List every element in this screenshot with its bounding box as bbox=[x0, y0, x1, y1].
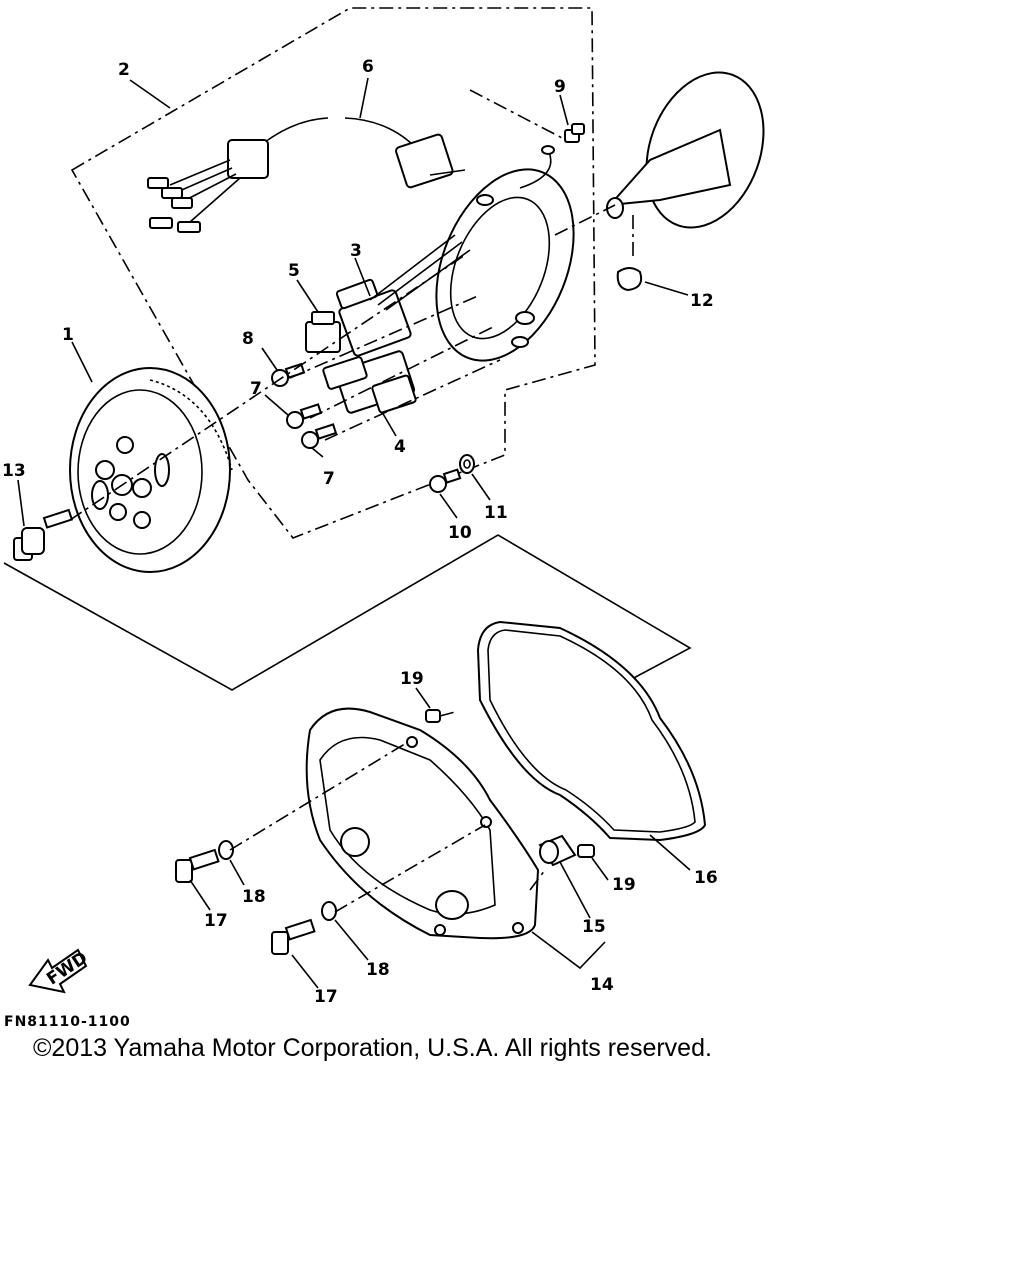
callout-3: 3 bbox=[350, 241, 362, 261]
callout-2: 2 bbox=[118, 60, 130, 80]
callout-15: 15 bbox=[582, 917, 606, 937]
dowel-pin-15 bbox=[538, 834, 577, 867]
screw-9 bbox=[564, 123, 585, 143]
callout-labels: 1 2 3 4 5 6 7 7 8 9 10 11 12 13 14 15 16… bbox=[2, 57, 718, 1007]
cover-gasket bbox=[476, 620, 707, 842]
screw-8 bbox=[271, 362, 306, 387]
callout-19-upper: 19 bbox=[400, 669, 424, 689]
bolt-17-lower bbox=[271, 918, 316, 955]
callout-11: 11 bbox=[484, 503, 508, 523]
stator-assembly-boundary bbox=[70, 7, 596, 539]
copyright-notice: ©2013 Yamaha Motor Corporation, U.S.A. A… bbox=[33, 1034, 712, 1062]
washer-18-upper bbox=[218, 840, 234, 860]
fwd-label: FWD bbox=[43, 948, 91, 989]
callout-14: 14 bbox=[590, 975, 614, 995]
flywheel-rotor bbox=[69, 367, 233, 573]
callout-18-upper: 18 bbox=[242, 887, 266, 907]
wire-harness bbox=[147, 117, 466, 233]
lighting-coil bbox=[322, 350, 417, 414]
callout-12: 12 bbox=[690, 291, 714, 311]
washer-11 bbox=[459, 454, 475, 474]
bolt-17-upper bbox=[175, 848, 220, 883]
callout-4: 4 bbox=[394, 437, 406, 457]
stator-base-plate bbox=[435, 145, 575, 362]
fwd-arrow-icon: FWD bbox=[28, 948, 91, 994]
callout-19-lower: 19 bbox=[612, 875, 636, 895]
callout-1: 1 bbox=[62, 325, 74, 345]
crankshaft-end bbox=[606, 71, 765, 229]
callout-10: 10 bbox=[448, 523, 472, 543]
woodruff-key bbox=[616, 267, 643, 292]
screw-10 bbox=[429, 468, 462, 493]
callout-6: 6 bbox=[362, 57, 374, 77]
callout-8: 8 bbox=[242, 329, 254, 349]
callout-13: 13 bbox=[2, 461, 26, 481]
dowel-pin-19-lower bbox=[577, 844, 595, 858]
callout-17-upper: 17 bbox=[204, 911, 228, 931]
figure-code: FN81110-1100 bbox=[4, 1014, 131, 1030]
alignment-lines bbox=[69, 89, 634, 913]
screw-7-lower bbox=[301, 423, 338, 449]
callout-16: 16 bbox=[694, 868, 718, 888]
washer-18-lower bbox=[321, 901, 337, 921]
rotor-nut bbox=[13, 508, 74, 561]
cover-assembly-boundary bbox=[3, 534, 692, 691]
screw-7-upper bbox=[286, 403, 323, 429]
generator-cover bbox=[305, 707, 540, 940]
callout-7-lower: 7 bbox=[323, 469, 335, 489]
callout-18-lower: 18 bbox=[366, 960, 390, 980]
callout-5: 5 bbox=[288, 261, 300, 281]
dowel-pin-19-upper bbox=[425, 709, 441, 723]
gasket-inner-edge bbox=[487, 629, 696, 833]
pickup-coil bbox=[305, 311, 341, 353]
callout-17-lower: 17 bbox=[314, 987, 338, 1007]
leader-lines bbox=[17, 77, 691, 989]
callout-9: 9 bbox=[554, 77, 566, 97]
callout-7-upper: 7 bbox=[250, 379, 262, 399]
